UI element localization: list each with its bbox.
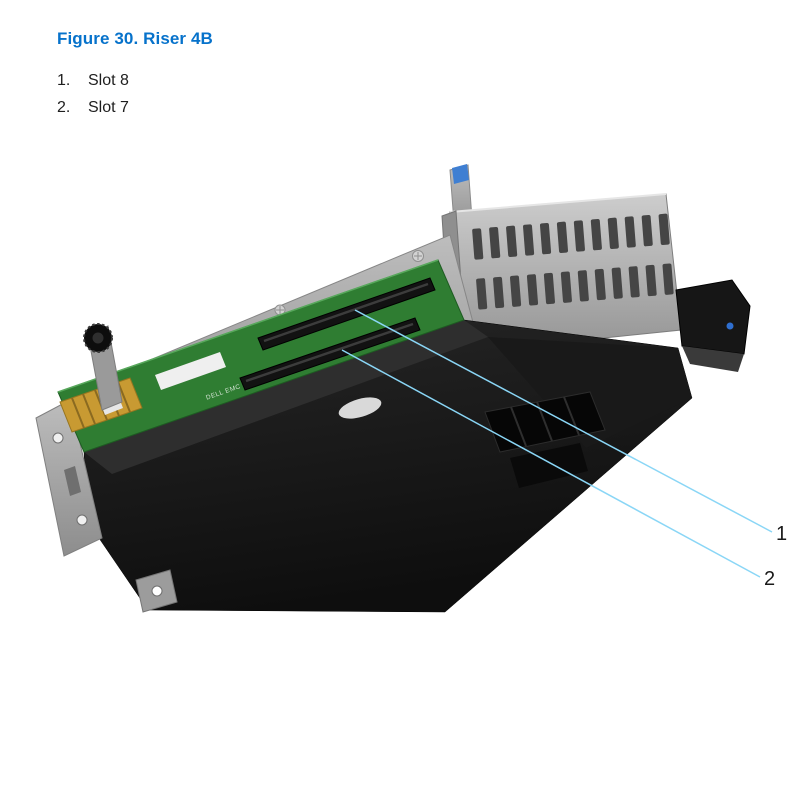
left-mounting-bracket bbox=[35, 399, 103, 557]
image-callout-2: 2 bbox=[764, 568, 775, 590]
callout-list-number: 1. bbox=[57, 72, 71, 89]
pcie-slot-8 bbox=[257, 277, 436, 351]
perforated-bracket-panel bbox=[441, 193, 682, 358]
callout-list-label: Slot 7 bbox=[88, 99, 129, 116]
riser-illustration: DELL EMC bbox=[35, 164, 787, 613]
image-callout-1: 1 bbox=[776, 523, 787, 545]
callout-list-item: 1. Slot 8 bbox=[57, 67, 129, 94]
vent-holes bbox=[472, 213, 674, 310]
figure-callout-list: 1. Slot 8 2. Slot 7 bbox=[57, 67, 129, 121]
callout-list-number: 2. bbox=[57, 99, 71, 116]
shroud-top-bevel bbox=[84, 320, 488, 474]
callout-line-2 bbox=[341, 349, 761, 578]
end-cap-blue-dot bbox=[726, 322, 734, 330]
bracket-end-cap bbox=[675, 279, 751, 372]
shroud-mount-tab bbox=[135, 569, 178, 613]
figure-title: Figure 30. Riser 4B bbox=[57, 29, 213, 48]
callout-list-item: 2. Slot 7 bbox=[57, 94, 129, 121]
riser-pcb: DELL EMC bbox=[57, 259, 465, 453]
thumbscrew bbox=[83, 323, 123, 411]
callout-leader-lines bbox=[341, 309, 773, 578]
pcb-sticker bbox=[155, 352, 226, 390]
shroud-label bbox=[338, 397, 382, 419]
riser-figure-image: DELL EMC bbox=[30, 140, 790, 640]
pcie-slot-7 bbox=[239, 317, 421, 391]
blue-release-clip bbox=[452, 164, 469, 184]
callout-list-label: Slot 8 bbox=[88, 72, 129, 89]
callout-line-1 bbox=[354, 309, 773, 533]
